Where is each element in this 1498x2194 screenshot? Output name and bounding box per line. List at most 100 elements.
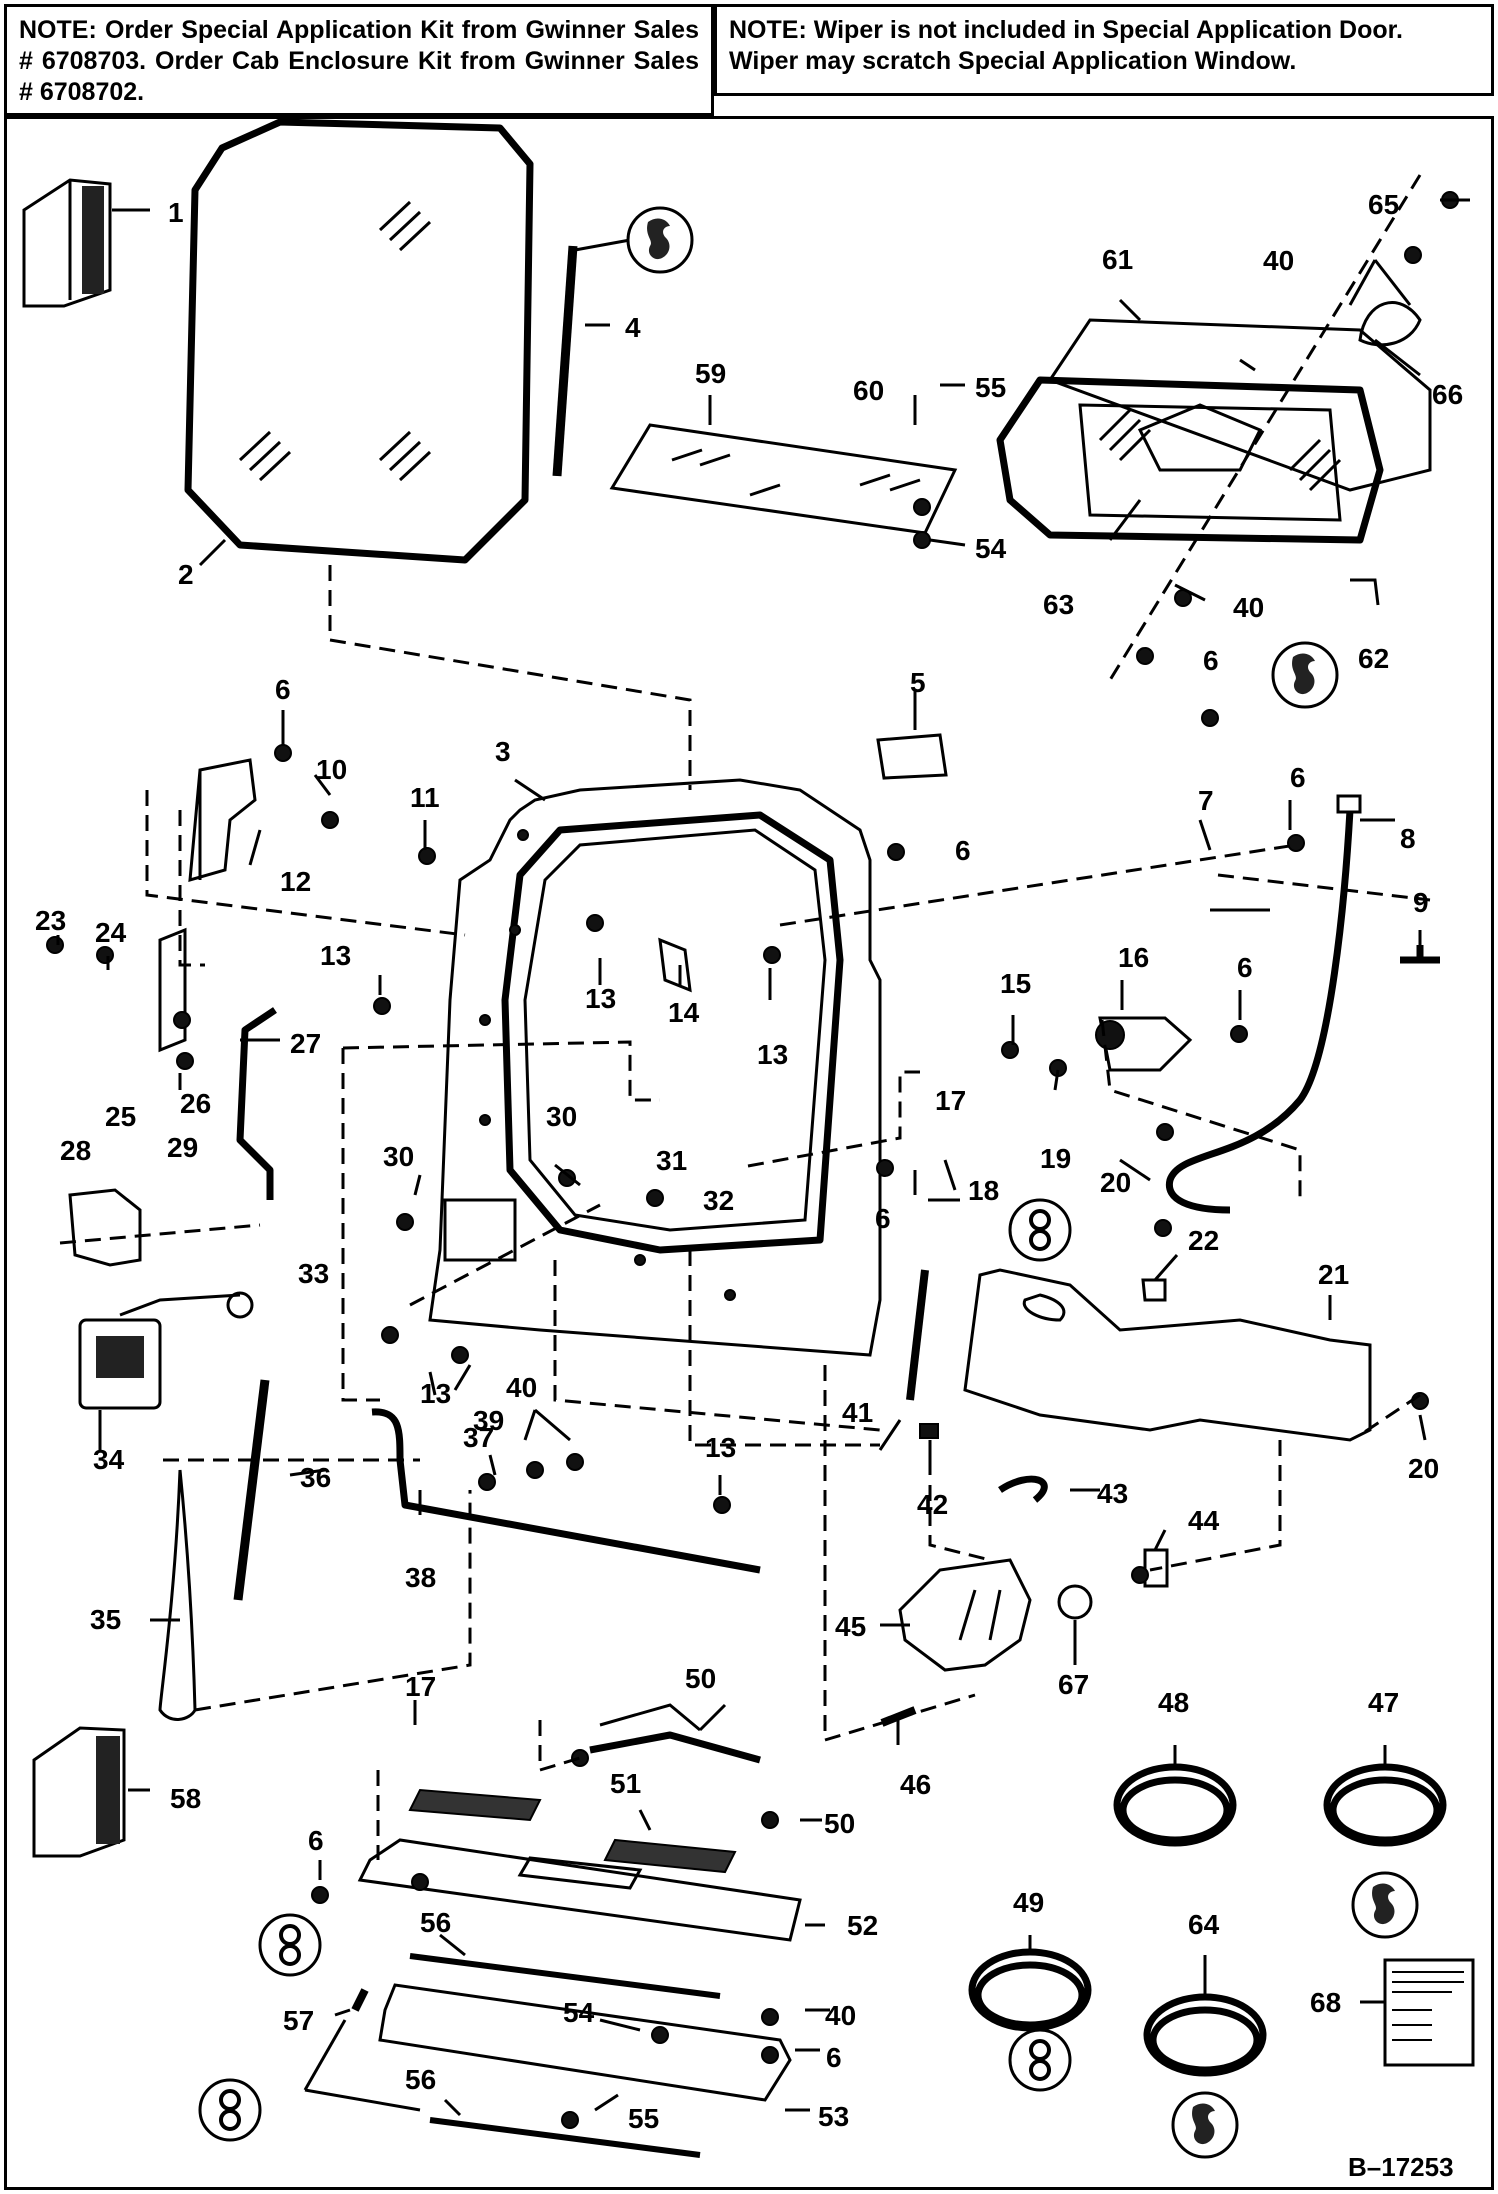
callout-32: 32 [703, 1185, 734, 1216]
callout-13: 13 [320, 940, 351, 971]
callout-14: 14 [668, 997, 700, 1028]
callout-61: 61 [1102, 244, 1133, 275]
part-28-bracket [68, 1188, 142, 1267]
callout-54: 54 [563, 1997, 595, 2028]
callout-18: 18 [968, 1175, 999, 1206]
callout-5: 5 [910, 667, 926, 698]
part-56-rod [409, 1953, 721, 1999]
part-8-cable [1165, 809, 1354, 1214]
callout-6: 6 [1290, 762, 1306, 793]
callout-44: 44 [1188, 1505, 1220, 1536]
callout-57: 57 [283, 2005, 314, 2036]
part-51-pads [408, 1788, 737, 1874]
diagram-frame [4, 116, 1494, 2190]
part-4-seal-strip [552, 206, 694, 477]
callout-27: 27 [290, 1028, 321, 1059]
part-43-spring [998, 1475, 1048, 1503]
callout-17: 17 [935, 1085, 966, 1116]
part-36-strip [233, 1379, 270, 1601]
callout-42: 42 [917, 1489, 948, 1520]
part-1-box [22, 178, 112, 308]
callout-25: 25 [105, 1101, 136, 1132]
callout-67: 67 [1058, 1669, 1089, 1700]
note-wiper: NOTE: Wiper is not included in Special A… [714, 4, 1494, 96]
callout-6: 6 [875, 1203, 891, 1234]
callout-37: 37 [463, 1422, 494, 1453]
callout-65: 65 [1368, 189, 1399, 220]
part-42-bushing [919, 1423, 939, 1439]
callout-28: 28 [60, 1135, 91, 1166]
callout-60: 60 [853, 375, 884, 406]
callout-63: 63 [1043, 589, 1074, 620]
part-21-cover [963, 1268, 1372, 1442]
callout-39: 39 [473, 1405, 504, 1436]
callout-47: 47 [1368, 1687, 1399, 1718]
callout-13: 13 [420, 1378, 451, 1409]
part-2-door-glass [184, 118, 534, 564]
callout-13: 13 [705, 1432, 736, 1463]
callout-54: 54 [975, 533, 1007, 564]
callout-40: 40 [1233, 592, 1264, 623]
callout-13: 13 [585, 983, 616, 1014]
callout-48: 48 [1158, 1687, 1189, 1718]
callout-10: 10 [316, 754, 347, 785]
callout-6: 6 [955, 835, 971, 866]
callout-49: 49 [1013, 1887, 1044, 1918]
leader-lines [56, 198, 1470, 2117]
callout-11: 11 [410, 782, 440, 813]
note-text: Order Special Application Kit from Gwinn… [19, 16, 699, 106]
callout-3: 3 [495, 736, 511, 767]
callout-23: 23 [35, 905, 66, 936]
part-68-instructions [1383, 1958, 1475, 2067]
callout-56: 56 [420, 1907, 451, 1938]
callout-15: 15 [1000, 968, 1031, 999]
callout-62: 62 [1358, 643, 1389, 674]
callout-8: 8 [1400, 823, 1416, 854]
callout-59: 59 [695, 358, 726, 389]
callout-16: 16 [1118, 942, 1149, 973]
callout-50: 50 [685, 1663, 716, 1694]
part-53-step [378, 1983, 792, 2102]
callout-labels: 1 2 4 59 60 55 54 61 40 65 66 63 40 62 6… [35, 189, 1463, 2182]
callout-26: 26 [180, 1088, 211, 1119]
part-50-gas-spring [589, 1731, 761, 1764]
callout-12: 12 [280, 866, 311, 897]
callout-1: 1 [168, 197, 184, 228]
callout-7: 7 [1198, 785, 1214, 816]
part-45-lock-assembly [898, 1558, 1032, 1672]
callout-24: 24 [95, 917, 127, 948]
callout-20: 20 [1100, 1167, 1131, 1198]
callout-35: 35 [90, 1604, 121, 1635]
callout-56: 56 [405, 2064, 436, 2095]
part-34-handle [78, 1291, 254, 1410]
callout-6: 6 [308, 1825, 324, 1856]
assembly-dash-lines [59, 174, 1431, 1860]
callout-40: 40 [506, 1372, 537, 1403]
callout-38: 38 [405, 1562, 436, 1593]
callout-21: 21 [1318, 1259, 1349, 1290]
callout-6: 6 [826, 2042, 842, 2073]
callout-55: 55 [975, 372, 1006, 403]
part-hose-coils [968, 1763, 1447, 2077]
part-22-clip [1141, 1278, 1167, 1302]
callout-53: 53 [818, 2101, 849, 2132]
callout-52: 52 [847, 1910, 878, 1941]
part-52-step [357, 1838, 802, 1942]
callout-66: 66 [1432, 379, 1463, 410]
callout-40: 40 [825, 2000, 856, 2031]
callout-45: 45 [835, 1611, 866, 1642]
callout-50: 50 [824, 1808, 855, 1839]
callout-13: 13 [757, 1039, 788, 1070]
callout-4: 4 [625, 312, 641, 343]
callout-33: 33 [298, 1258, 329, 1289]
callout-6: 6 [1203, 645, 1219, 676]
note-text: Wiper is not included in Special Applica… [729, 16, 1403, 75]
callout-19: 19 [1040, 1143, 1071, 1174]
part-12-latch [188, 758, 257, 883]
callout-51: 51 [610, 1768, 641, 1799]
part-56-rod [429, 2117, 701, 2158]
part-5-label [876, 733, 948, 780]
note-keyword: NOTE: [19, 16, 97, 44]
part-35-trim [158, 1469, 197, 1721]
